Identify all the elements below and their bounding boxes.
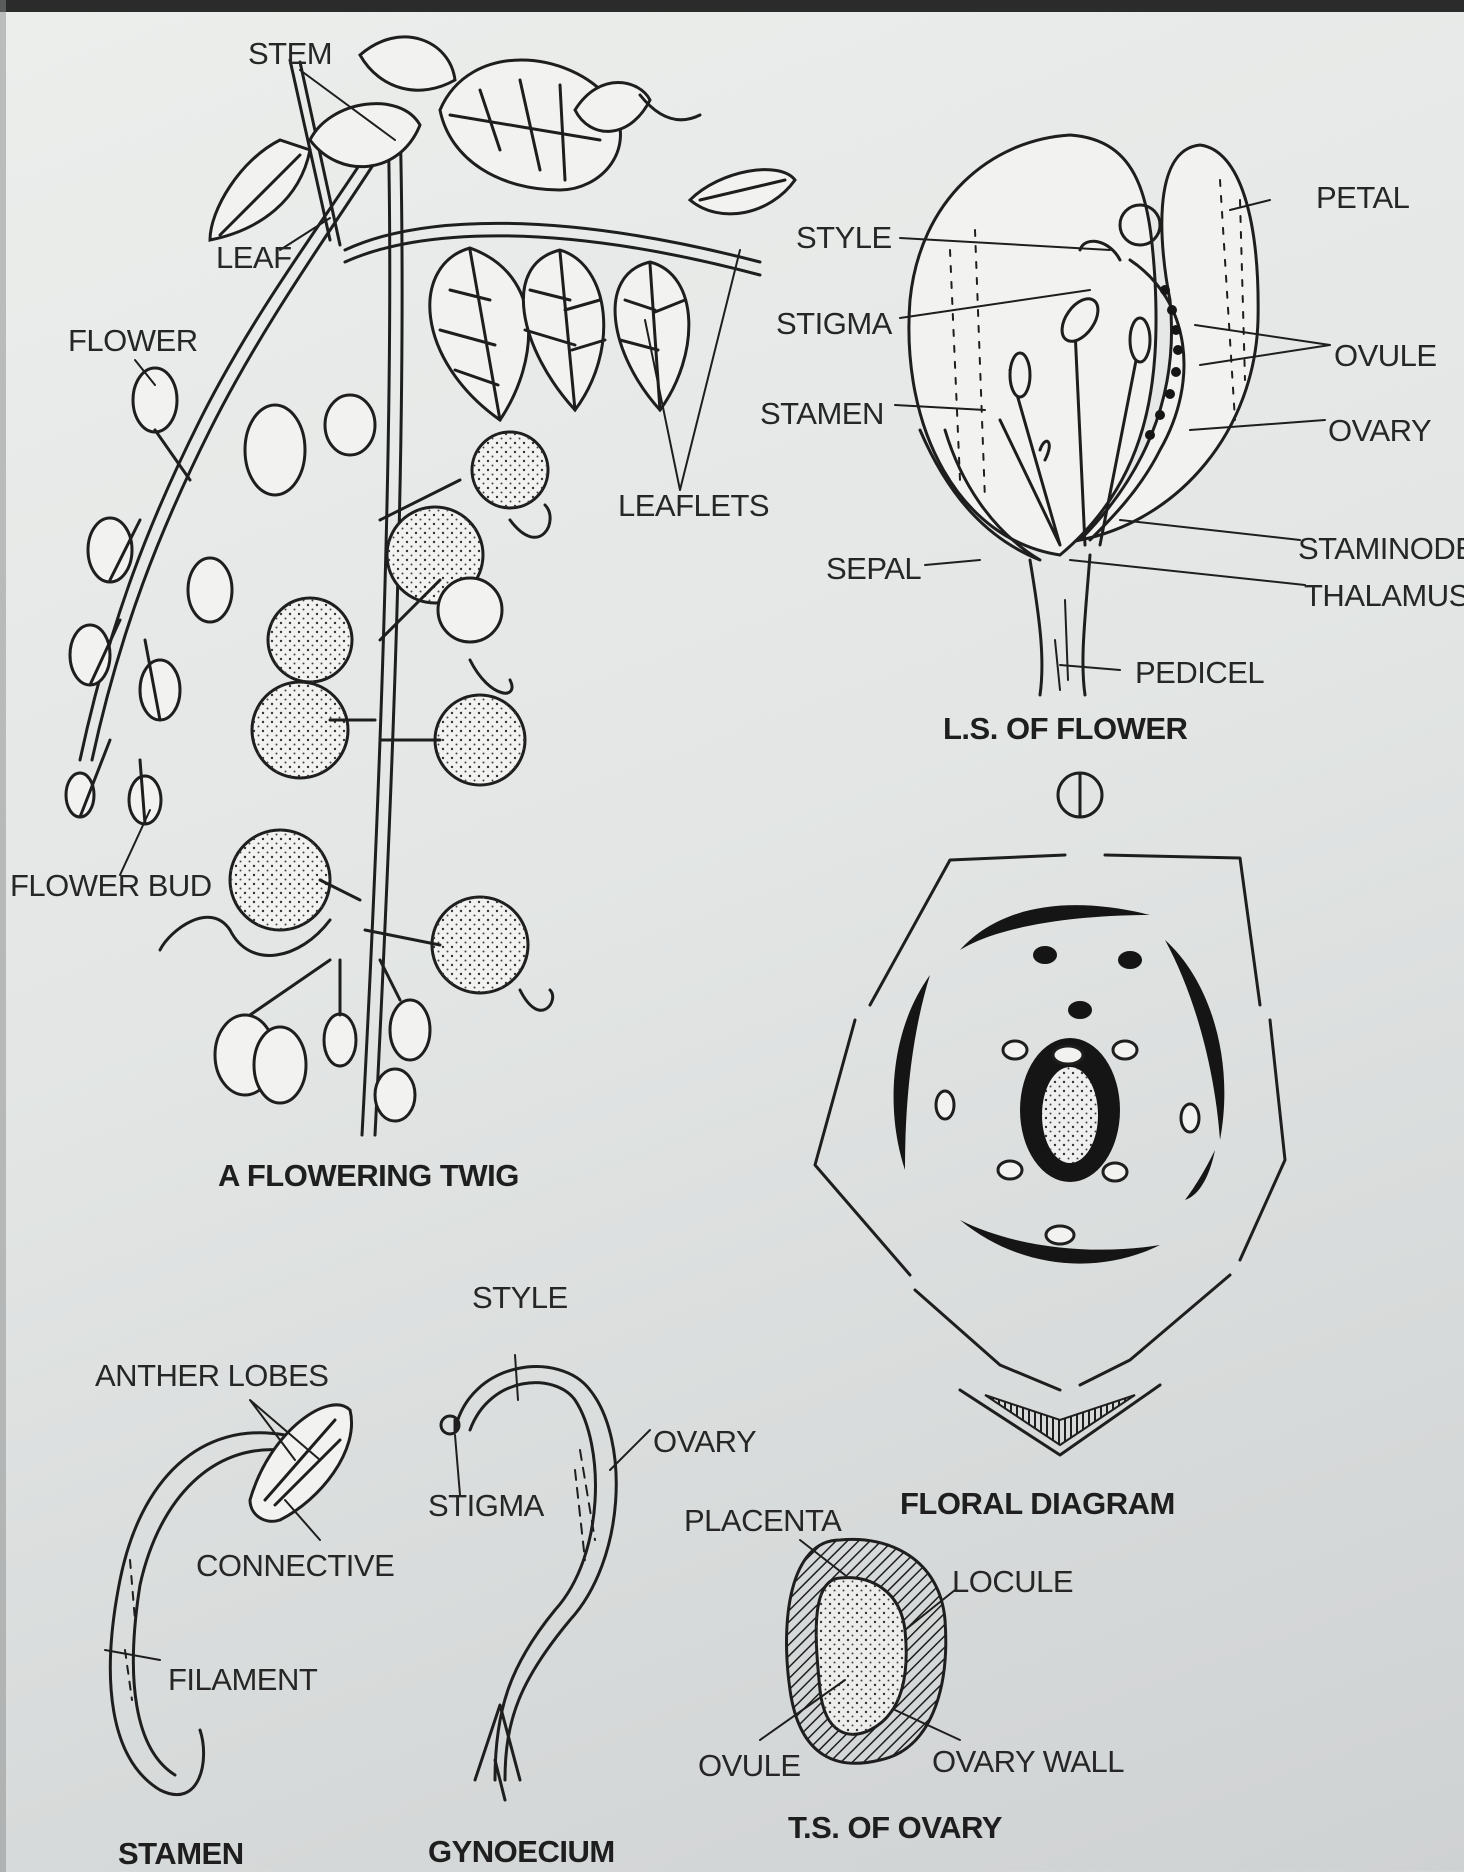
caption-flowering-twig: A FLOWERING TWIG [218,1160,519,1191]
label-style: STYLE [796,222,892,253]
label-ts-ovule: OVULE [698,1750,801,1781]
caption-ts-ovary: T.S. OF OVARY [788,1812,1002,1843]
floral-diagram-drawing [815,773,1285,1455]
label-thalamus: THALAMUS [1304,580,1464,611]
label-petal: PETAL [1316,182,1409,213]
label-placenta: PLACENTA [684,1505,841,1536]
label-flower: FLOWER [68,325,198,356]
caption-floral-diagram: FLORAL DIAGRAM [900,1488,1175,1519]
label-leaflets: LEAFLETS [618,490,769,521]
label-gynoecium-stigma: STIGMA [428,1490,544,1521]
label-filament: FILAMENT [168,1664,317,1695]
label-ovary: OVARY [1328,415,1431,446]
twig-flower-buds [66,368,430,1121]
label-leaf: LEAF [216,242,292,273]
label-staminode: STAMINODE [1298,533,1464,564]
label-ovary-wall: OVARY WALL [932,1746,1124,1777]
caption-gynoecium: GYNOECIUM [428,1836,615,1867]
label-stem: STEM [248,38,332,69]
label-sepal: SEPAL [826,553,921,584]
label-stigma: STIGMA [776,308,892,339]
label-pedicel: PEDICEL [1135,657,1264,688]
label-flower-bud: FLOWER BUD [10,870,212,901]
label-anther-lobes: ANTHER LOBES [95,1360,328,1391]
label-gynoecium-ovary: OVARY [653,1426,756,1457]
stamen-drawing [105,1400,352,1795]
gynoecium-drawing [441,1355,650,1800]
label-gynoecium-style: STYLE [472,1282,568,1313]
ls-flower-drawing [895,135,1330,695]
label-stamen: STAMEN [760,398,884,429]
flowering-twig-drawing [66,37,795,1135]
ts-ovary-drawing [760,1539,960,1763]
label-connective: CONNECTIVE [196,1550,394,1581]
twig-flowers-open [160,432,553,1010]
label-locule: LOCULE [952,1566,1073,1597]
label-ovule: OVULE [1334,340,1437,371]
caption-stamen: STAMEN [118,1838,244,1869]
caption-ls-flower: L.S. OF FLOWER [943,713,1187,744]
